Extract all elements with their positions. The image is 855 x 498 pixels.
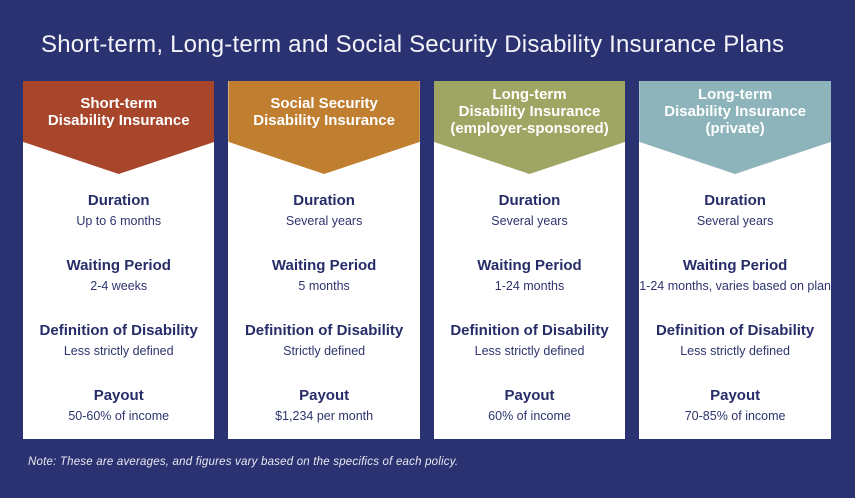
field-label: Payout: [504, 387, 555, 404]
field-label: Duration: [498, 192, 561, 209]
field-value: 70-85% of income: [684, 409, 786, 423]
section-waiting-period: Waiting Period 5 months: [228, 256, 419, 294]
field-label: Definition of Disability: [39, 322, 198, 339]
section-payout: Payout $1,234 per month: [228, 386, 419, 424]
plan-name: Long-term Disability Insurance (employer…: [450, 86, 609, 137]
footnote: Note: These are averages, and figures va…: [28, 456, 459, 468]
field-label: Waiting Period: [66, 257, 171, 274]
field-label: Duration: [704, 192, 766, 209]
section-waiting-period: Waiting Period 1-24 months: [434, 256, 625, 294]
plan-header: Long-term Disability Insurance (employer…: [433, 81, 626, 174]
plan-body: Duration Several years Waiting Period 1-…: [639, 174, 831, 424]
field-value: 5 months: [298, 279, 350, 293]
section-duration: Duration Several years: [434, 191, 625, 229]
section-payout: Payout 50-60% of income: [23, 386, 214, 424]
field-value: 1-24 months: [494, 279, 565, 293]
plan-card-social-security: Social Security Disability Insurance Dur…: [228, 81, 420, 439]
section-duration: Duration Several years: [639, 191, 831, 229]
section-duration: Duration Several years: [228, 191, 419, 229]
field-label: Definition of Disability: [450, 322, 609, 339]
field-value: 50-60% of income: [68, 409, 170, 423]
plan-header: Long-term Disability Insurance (private): [639, 81, 832, 174]
plan-name: Long-term Disability Insurance (private): [664, 86, 806, 137]
plan-header-inner: Long-term Disability Insurance (private): [639, 81, 831, 142]
field-value: Several years: [696, 214, 774, 228]
field-label: Duration: [293, 192, 355, 209]
plan-card-short-term: Short-term Disability Insurance Duration…: [23, 81, 215, 439]
field-label: Waiting Period: [271, 257, 377, 274]
field-value: Less strictly defined: [474, 344, 585, 358]
field-value: 1-24 months, varies based on plan: [639, 279, 832, 293]
plan-body: Duration Several years Waiting Period 1-…: [434, 174, 625, 424]
section-waiting-period: Waiting Period 1-24 months, varies based…: [639, 256, 831, 294]
section-definition: Definition of Disability Less strictly d…: [639, 321, 831, 359]
section-duration: Duration Up to 6 months: [23, 191, 214, 229]
field-label: Payout: [710, 387, 761, 404]
plan-header-inner: Social Security Disability Insurance: [228, 81, 419, 142]
field-value: Less strictly defined: [680, 344, 790, 358]
field-label: Payout: [299, 387, 350, 404]
section-payout: Payout 60% of income: [434, 386, 625, 424]
field-label: Waiting Period: [477, 257, 582, 274]
plan-header-inner: Long-term Disability Insurance (employer…: [434, 81, 625, 142]
field-value: Less strictly defined: [63, 344, 174, 358]
plan-body: Duration Several years Waiting Period 5 …: [228, 174, 419, 424]
field-label: Payout: [93, 387, 144, 404]
section-waiting-period: Waiting Period 2-4 weeks: [23, 256, 214, 294]
field-label: Definition of Disability: [244, 322, 404, 339]
plan-header: Short-term Disability Insurance: [23, 81, 215, 174]
plan-name: Social Security Disability Insurance: [253, 94, 395, 129]
section-definition: Definition of Disability Strictly define…: [228, 321, 419, 359]
section-definition: Definition of Disability Less strictly d…: [434, 321, 625, 359]
plan-header-inner: Short-term Disability Insurance: [23, 81, 214, 142]
field-label: Duration: [87, 192, 150, 209]
plan-body: Duration Up to 6 months Waiting Period 2…: [23, 174, 214, 424]
plan-header: Social Security Disability Insurance: [228, 81, 420, 174]
page-title: Short-term, Long-term and Social Securit…: [41, 31, 785, 58]
section-definition: Definition of Disability Less strictly d…: [23, 321, 214, 359]
field-value: $1,234 per month: [275, 409, 374, 423]
plan-card-long-term-employer: Long-term Disability Insurance (employer…: [433, 81, 626, 439]
field-label: Definition of Disability: [655, 322, 815, 339]
field-value: Strictly defined: [283, 344, 366, 358]
plan-name: Short-term Disability Insurance: [47, 94, 190, 129]
plan-card-long-term-private: Long-term Disability Insurance (private)…: [639, 81, 832, 439]
field-value: 2-4 weeks: [90, 279, 148, 293]
field-value: Several years: [285, 214, 363, 228]
field-value: Several years: [491, 214, 568, 228]
field-value: Up to 6 months: [76, 214, 162, 228]
section-payout: Payout 70-85% of income: [639, 386, 831, 424]
plan-columns: Short-term Disability Insurance Duration…: [0, 81, 855, 439]
field-label: Waiting Period: [682, 257, 788, 274]
field-value: 60% of income: [488, 409, 571, 423]
